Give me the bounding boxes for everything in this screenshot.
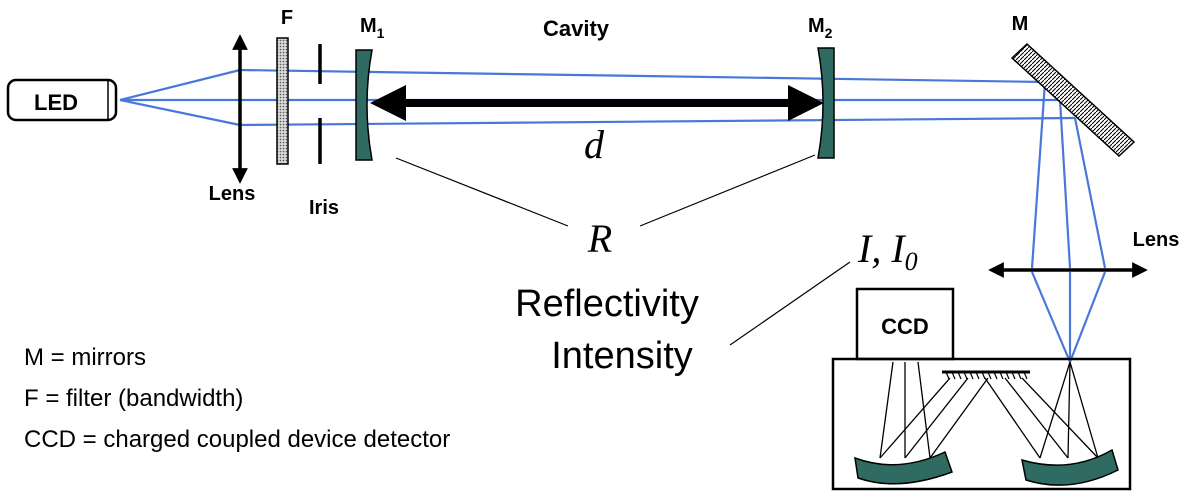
mirror-m1: M1	[355, 15, 385, 161]
svg-text:I, I0: I, I0	[857, 226, 918, 276]
ccd-label: CCD	[881, 314, 929, 339]
filter: F	[276, 7, 293, 165]
spectrometer-rays	[879, 361, 1099, 459]
intensity-symbol: I, I	[857, 226, 906, 271]
legend: M = mirrors F = filter (bandwidth) CCD =…	[24, 344, 450, 453]
lens-right: Lens	[988, 229, 1180, 278]
led-label: LED	[34, 90, 78, 115]
m1-subscript: 1	[377, 25, 385, 41]
intensity-subscript: 0	[905, 247, 918, 276]
filter-label: F	[281, 7, 293, 29]
legend-item-ccd: CCD = charged coupled device detector	[24, 426, 450, 453]
iris: Iris	[309, 44, 339, 219]
reflectivity-symbol: R	[587, 216, 612, 261]
spectrometer-mirror-left	[854, 450, 953, 485]
spectrometer-mirror-right	[1021, 448, 1119, 486]
m1-label: M	[360, 15, 377, 37]
iris-label: Iris	[309, 197, 339, 219]
spectrometer	[831, 357, 1132, 491]
lens-left-label: Lens	[209, 183, 256, 205]
distance-label: d	[584, 122, 605, 167]
svg-text:M2: M2	[808, 15, 833, 41]
legend-item-mirrors: M = mirrors	[24, 344, 146, 371]
m2-label: M	[808, 15, 825, 37]
fold-mirror: M	[1010, 13, 1136, 158]
lens-right-label: Lens	[1133, 229, 1180, 251]
ccd-detector: CCD	[855, 287, 955, 361]
grating-teeth	[945, 371, 1028, 380]
svg-text:M1: M1	[360, 15, 385, 41]
intensity-word: Intensity	[551, 335, 693, 377]
reflectivity-word: Reflectivity	[515, 283, 699, 325]
legend-item-filter: F = filter (bandwidth)	[24, 385, 243, 412]
lens-left: Lens	[209, 34, 256, 205]
intensity-pointer	[729, 261, 851, 346]
cavity-label: Cavity	[543, 16, 610, 41]
mirror-m2: M2	[808, 15, 835, 159]
led-source: LED	[6, 78, 118, 122]
m2-subscript: 2	[825, 25, 833, 41]
fold-mirror-label: M	[1012, 13, 1029, 35]
reflectivity-pointers	[395, 154, 816, 227]
